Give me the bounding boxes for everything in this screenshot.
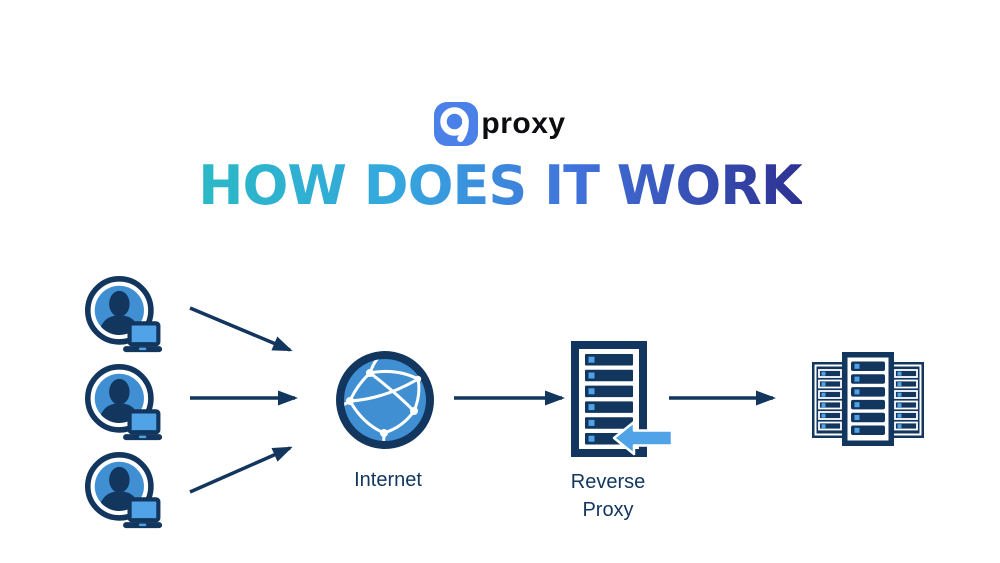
page-title-text: HOW DOES IT WORK	[198, 154, 802, 217]
server-cluster-icon	[812, 352, 924, 446]
9proxy-logo-icon	[434, 102, 479, 146]
arrow-client1	[189, 306, 293, 352]
logo-9-glyph	[440, 107, 470, 143]
user-laptop-icon	[84, 364, 164, 442]
rack-center	[842, 352, 894, 446]
arrows-clients-to-internet	[189, 306, 298, 494]
brand-name: proxy	[481, 107, 566, 140]
user-laptop-icon	[84, 276, 164, 354]
internet-label: Internet	[354, 469, 422, 491]
user-laptop-icon	[84, 452, 164, 530]
arrow-client3	[189, 446, 293, 494]
arrow-internet-to-proxy	[454, 390, 565, 406]
reverse-arrow-icon	[612, 420, 674, 456]
internet-globe-icon	[336, 351, 434, 449]
reverse-proxy-label: Reverse Proxy	[570, 471, 646, 521]
brand-logo: proxy	[0, 102, 1000, 146]
arrow-proxy-to-servers	[669, 390, 776, 406]
reverse-proxy-server-icon	[571, 341, 674, 457]
page-title: HOW DOES IT WORK	[0, 154, 1000, 217]
